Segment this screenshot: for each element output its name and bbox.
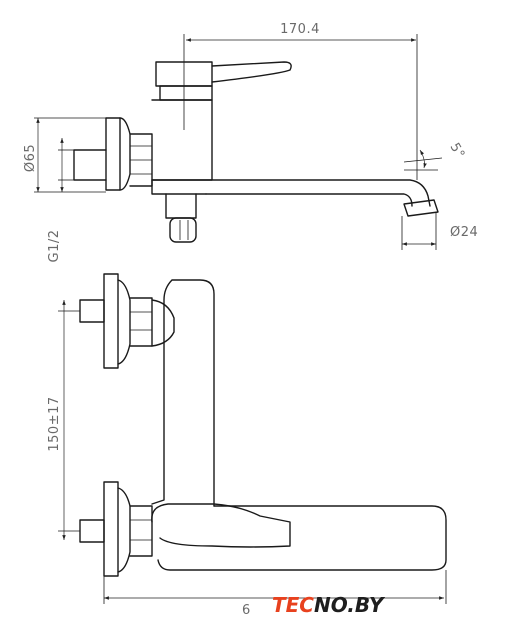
upper-inlet xyxy=(79,299,105,323)
flange-bevel xyxy=(119,117,131,191)
dim-overall-length: 170.4 xyxy=(280,22,320,37)
upper-nut xyxy=(129,297,153,347)
dim-body-diameter: Ø65 xyxy=(23,144,38,172)
spout-bottom-edge xyxy=(205,193,413,207)
handle-lever-side xyxy=(211,61,292,83)
svg-text:TECNO.BY: TECNO.BY xyxy=(272,593,386,617)
dim-connection-thread: G1/2 xyxy=(47,230,62,263)
wall-flange-side xyxy=(105,117,121,191)
mixer-body-side xyxy=(151,99,213,181)
cartridge-cap xyxy=(159,85,213,101)
dim-center-distance: 150±17 xyxy=(47,396,62,451)
aerator xyxy=(403,199,439,217)
mixer-body-top xyxy=(151,279,215,507)
dim-spout-diameter: Ø24 xyxy=(450,225,478,240)
diverter-knob xyxy=(169,217,197,243)
diverter-stem xyxy=(165,193,197,219)
spout-top-view xyxy=(157,505,447,571)
upper-flange xyxy=(103,273,119,369)
brand-logo: TECNO.BY xyxy=(272,593,386,617)
brand-logo-part1: TEC xyxy=(272,593,314,617)
handle-base-side xyxy=(155,61,213,87)
brand-logo-part2: NO.BY xyxy=(314,593,386,617)
handle-top-view xyxy=(151,503,291,548)
top-view: 150±17 6 xyxy=(47,273,447,618)
spout-top-edge xyxy=(151,179,431,207)
inlet-pipe-side xyxy=(73,149,107,181)
side-view: 170.4 Ø65 G1/2 5° xyxy=(23,22,478,263)
lower-inlet xyxy=(79,519,105,543)
lower-flange xyxy=(103,481,119,577)
dim-spout-angle: 5° xyxy=(447,141,468,162)
lower-nut xyxy=(129,505,153,557)
dim-bottom-length: 6 xyxy=(242,603,251,618)
